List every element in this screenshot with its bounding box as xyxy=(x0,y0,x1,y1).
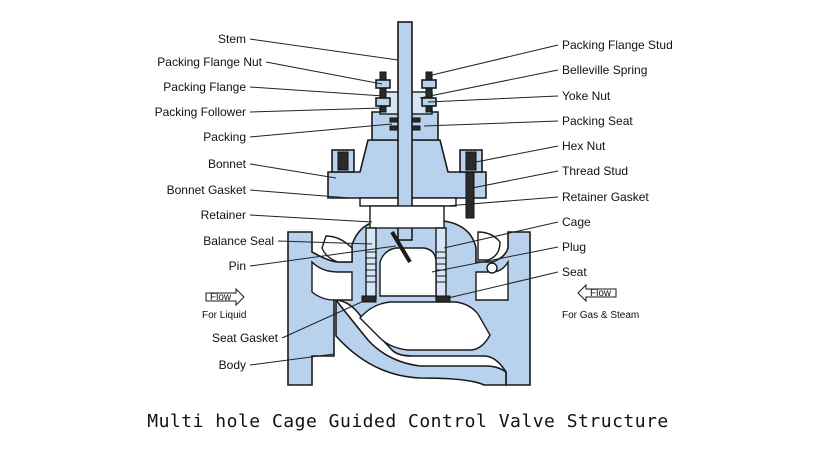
labels-right: Packing Flange Stud Belleville Spring Yo… xyxy=(562,38,673,279)
label-stem: Stem xyxy=(218,32,246,46)
label-bonnet-gasket: Bonnet Gasket xyxy=(167,183,247,197)
label-packing-flange: Packing Flange xyxy=(163,80,246,94)
label-belleville-spring: Belleville Spring xyxy=(562,63,647,77)
flow-right: Flow For Gas & Steam xyxy=(562,283,639,321)
valve-body xyxy=(287,219,531,386)
label-hex-nut: Hex Nut xyxy=(562,139,606,153)
leader-lines xyxy=(249,38,559,366)
flow-left-arrow-text: Flow xyxy=(210,292,232,303)
flow-left-caption: For Liquid xyxy=(202,310,246,321)
label-pin: Pin xyxy=(229,259,246,273)
label-retainer-gasket: Retainer Gasket xyxy=(562,190,649,204)
labels-left: Stem Packing Flange Nut Packing Flange P… xyxy=(155,32,279,372)
label-bonnet: Bonnet xyxy=(208,157,247,171)
label-packing: Packing xyxy=(203,130,246,144)
arrow-left-icon xyxy=(205,287,245,307)
flow-left: Flow For Liquid xyxy=(202,287,246,321)
label-body: Body xyxy=(219,358,246,372)
label-plug: Plug xyxy=(562,240,586,254)
label-thread-stud: Thread Stud xyxy=(562,164,628,178)
label-yoke-nut: Yoke Nut xyxy=(562,89,611,103)
label-seat-gasket: Seat Gasket xyxy=(212,331,279,345)
label-packing-follower: Packing Follower xyxy=(155,105,246,119)
label-packing-flange-stud: Packing Flange Stud xyxy=(562,38,673,52)
flow-right-arrow-text: Flow xyxy=(590,288,612,299)
label-balance-seal: Balance Seal xyxy=(203,234,274,248)
cage-and-plug xyxy=(361,205,451,303)
label-packing-flange-nut: Packing Flange Nut xyxy=(157,55,262,69)
label-packing-seat: Packing Seat xyxy=(562,114,633,128)
flow-right-caption: For Gas & Steam xyxy=(562,310,639,321)
label-seat: Seat xyxy=(562,265,587,279)
label-cage: Cage xyxy=(562,215,591,229)
stem xyxy=(397,21,413,241)
label-retainer: Retainer xyxy=(201,208,246,222)
diagram-title: Multi hole Cage Guided Control Valve Str… xyxy=(147,411,669,432)
arrow-right-icon xyxy=(577,283,617,303)
